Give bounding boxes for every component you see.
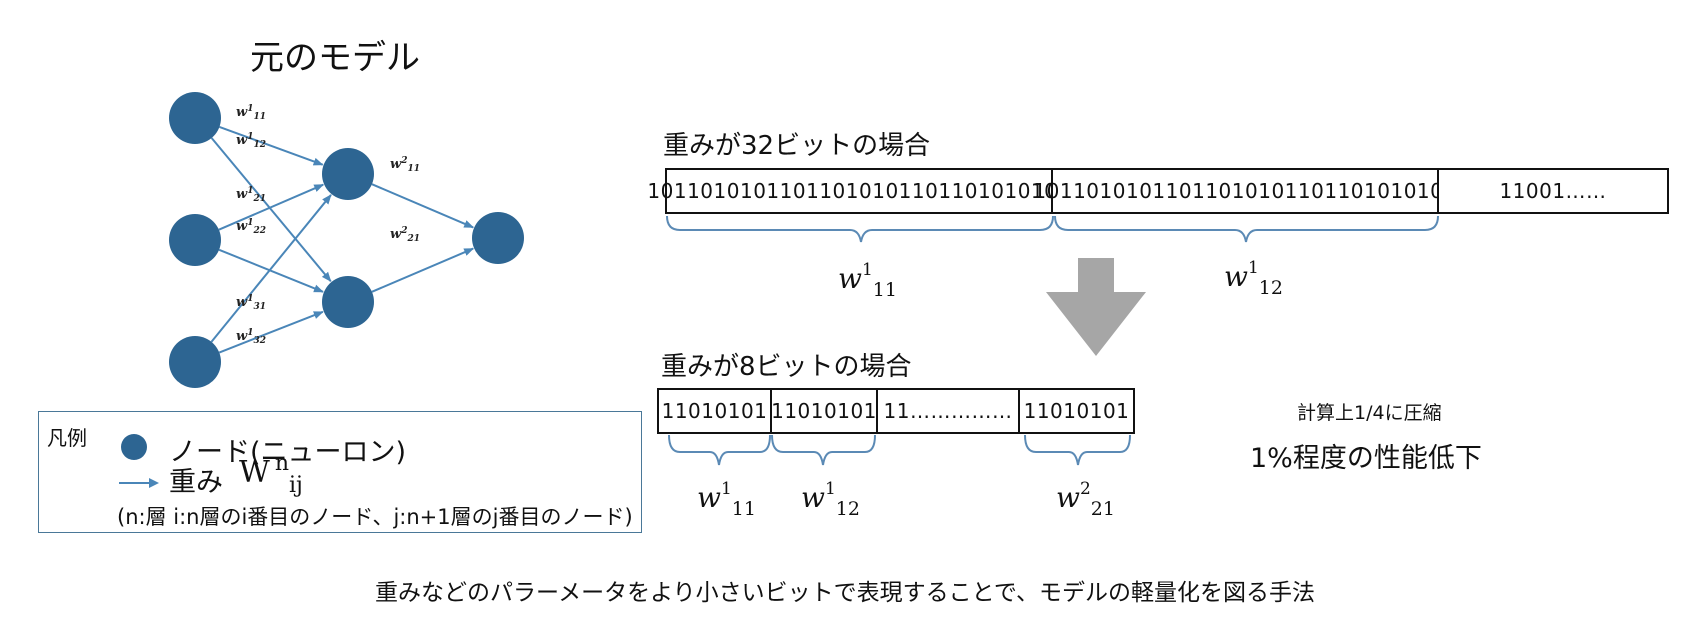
weight-label-8: w221 xyxy=(390,226,420,244)
bits8-cell: 11010101 xyxy=(657,388,772,434)
formula-subscript: ij xyxy=(289,473,303,498)
weight-label-base: w xyxy=(838,262,862,295)
bits8-weight-label: w111 xyxy=(697,479,756,520)
weight-label-base: w xyxy=(801,481,825,514)
weight-label-subscript: 11 xyxy=(731,498,756,520)
weight-label-subscript: 21 xyxy=(1090,498,1115,520)
model-title: 元のモデル xyxy=(250,38,420,78)
bits8-heading: 重みが8ビットの場合 xyxy=(661,352,912,382)
weight-edge-4 xyxy=(218,248,324,293)
node-a2 xyxy=(169,214,221,266)
down-arrow-icon xyxy=(1046,258,1146,356)
weight-label-2: w112 xyxy=(236,132,266,150)
caption: 重みなどのパラーメータをより小さいビットで表現することで、モデルの軽量化を図る手… xyxy=(375,580,1316,606)
bits8-cell: 11…………… xyxy=(876,388,1020,434)
weight-edge-3 xyxy=(218,183,325,231)
node-circle-icon xyxy=(121,434,147,460)
network-edges xyxy=(210,125,475,354)
weight-label-1: w111 xyxy=(236,104,266,122)
bits8-weight-label: w221 xyxy=(1056,479,1115,520)
performance-note: 1%程度の性能低下 xyxy=(1250,443,1482,474)
brace-32-2 xyxy=(1054,215,1439,243)
weight-edge-1 xyxy=(219,125,324,166)
weight-edge-8 xyxy=(371,247,475,293)
node-b1 xyxy=(322,148,374,200)
weight-label-6: w132 xyxy=(236,328,266,346)
formula-base: W xyxy=(239,455,270,490)
weight-labels: w111 w112 w121 w122 w131 w132 w211 w221 xyxy=(236,104,420,346)
weight-label-subscript: 12 xyxy=(1258,277,1283,299)
node-a3 xyxy=(169,336,221,388)
legend-weight-label: 重み xyxy=(169,467,223,498)
weight-label-subscript: 12 xyxy=(835,498,860,520)
weight-label-superscript: 1 xyxy=(720,479,732,499)
weight-edge-2 xyxy=(210,137,332,283)
weight-label-base: w xyxy=(1056,481,1080,514)
weight-label-3: w121 xyxy=(236,186,266,204)
bits8-cell: 11010101 xyxy=(770,388,878,434)
compression-note: 計算上1/4に圧縮 xyxy=(1297,402,1442,424)
neural-network-diagram: w111 w112 w121 w122 w131 w132 w211 w221 xyxy=(169,92,524,388)
node-b2 xyxy=(322,276,374,328)
weight-edge-7 xyxy=(371,183,475,229)
weight-edge-6 xyxy=(218,310,324,354)
bits32-heading: 重みが32ビットの場合 xyxy=(663,131,931,161)
weight-label-5: w131 xyxy=(236,294,266,312)
weight-label-superscript: 1 xyxy=(1247,258,1259,278)
weight-label-base: w xyxy=(697,481,721,514)
formula-superscript: n xyxy=(274,451,290,476)
brace-8-3 xyxy=(1024,434,1131,466)
weight-label-subscript: 11 xyxy=(872,279,897,301)
bits32-cell: 10110101011011010101101101010101 xyxy=(1033,168,1456,214)
weight-label-superscript: 2 xyxy=(1079,479,1091,499)
weight-label-4: w122 xyxy=(236,218,266,236)
weight-arrow-icon xyxy=(119,478,159,488)
bits32-weight-label: w112 xyxy=(1224,258,1283,299)
weight-label-7: w211 xyxy=(390,156,420,174)
node-a1 xyxy=(169,92,221,144)
legend-node-label: ノード(ニューロン) xyxy=(169,437,407,468)
network-nodes xyxy=(169,92,524,388)
weight-label-superscript: 1 xyxy=(824,479,836,499)
legend-note: (n:層 i:n層のi番目のノード、j:n+1層のj番目のノード) xyxy=(117,505,633,529)
brace-32-1 xyxy=(666,215,1054,243)
weight-label-base: w xyxy=(1224,260,1248,293)
bits8-weight-label: w112 xyxy=(801,479,860,520)
bits32-weight-label: w111 xyxy=(838,260,897,301)
legend-heading: 凡例 xyxy=(47,426,87,450)
weight-edge-5 xyxy=(210,194,332,343)
bits32-cell: 10110101011011010101101101010101 xyxy=(647,168,1070,214)
node-c1 xyxy=(472,212,524,264)
bits32-cell: 11001…… xyxy=(1437,168,1669,214)
bits8-cell: 11010101 xyxy=(1018,388,1135,434)
weight-label-superscript: 1 xyxy=(861,260,873,280)
brace-8-2 xyxy=(771,434,876,466)
brace-8-1 xyxy=(668,434,771,466)
